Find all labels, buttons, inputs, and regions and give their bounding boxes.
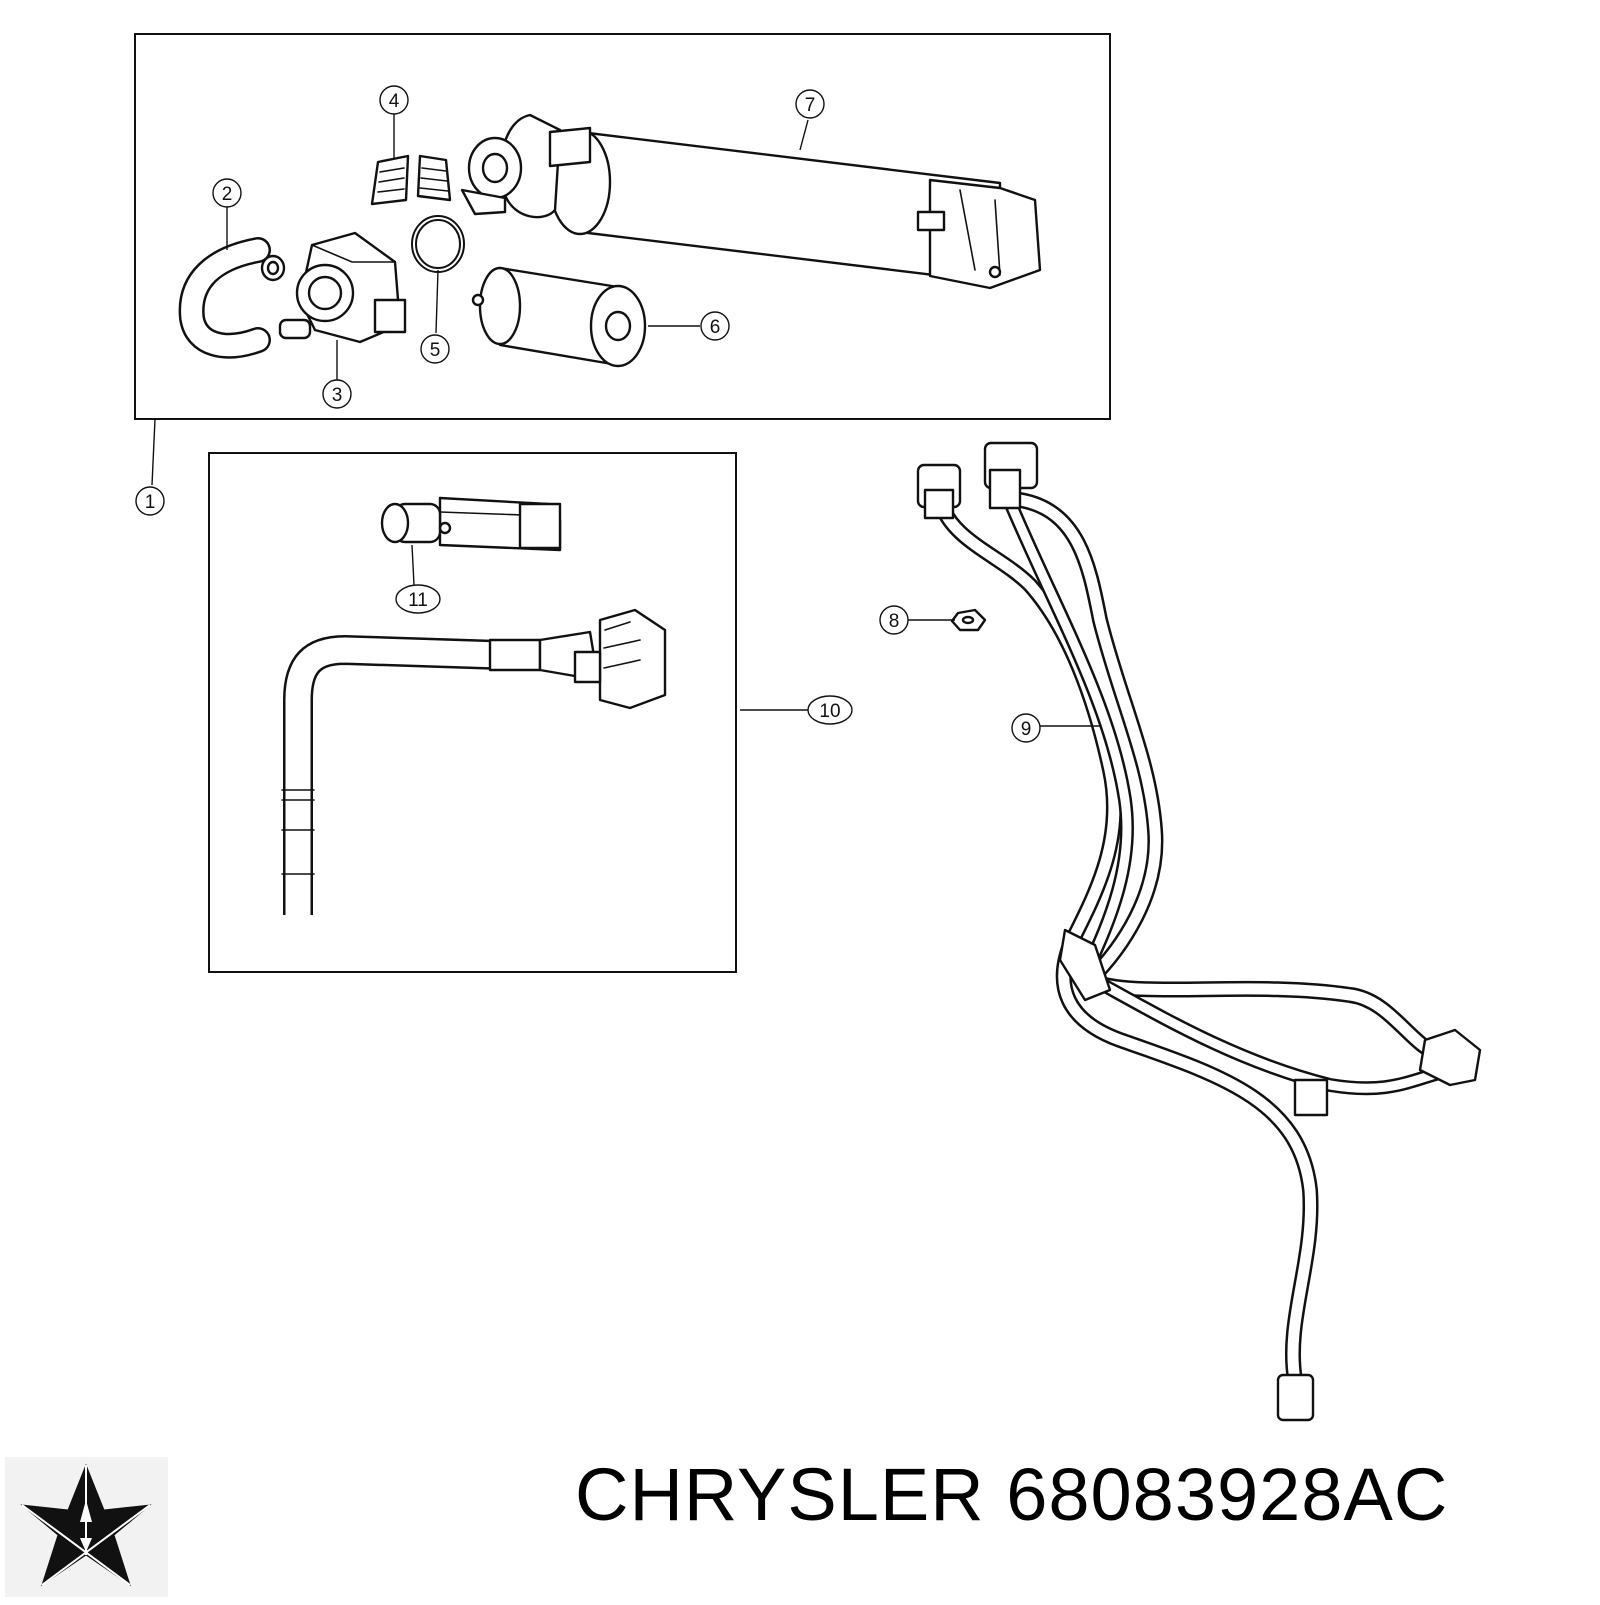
- svg-text:7: 7: [805, 95, 816, 116]
- svg-text:11: 11: [408, 590, 428, 611]
- hose-kit-box: [208, 452, 737, 973]
- callout-3: 3: [322, 379, 352, 409]
- part-number: 68083928AC: [1006, 1453, 1449, 1536]
- leader-lines: [151, 114, 1100, 727]
- callout-6: 6: [700, 311, 730, 341]
- chrysler-pentastar-icon: [5, 1457, 168, 1597]
- svg-text:3: 3: [332, 385, 343, 406]
- svg-text:5: 5: [430, 340, 441, 361]
- callout-5: 5: [420, 334, 450, 364]
- callout-10: 10: [807, 695, 853, 725]
- part-filter: [471, 266, 647, 368]
- callout-1: 1: [135, 486, 165, 516]
- part-purge-valve: [278, 231, 407, 344]
- callout-7: 7: [795, 89, 825, 119]
- callout-2: 2: [212, 178, 242, 208]
- part-clips: [370, 154, 452, 206]
- callout-9: 9: [1011, 713, 1041, 743]
- part-caption: CHRYSLER 68083928AC: [575, 1452, 1448, 1537]
- part-hose: [178, 237, 286, 359]
- svg-text:10: 10: [819, 701, 840, 722]
- svg-text:6: 6: [710, 317, 721, 338]
- svg-text:9: 9: [1021, 719, 1032, 740]
- part-connector: [380, 496, 562, 552]
- svg-text:4: 4: [389, 91, 400, 112]
- svg-text:2: 2: [222, 184, 233, 205]
- part-o-ring: [411, 215, 465, 273]
- canister-assembly-box: [134, 33, 1111, 420]
- part-tube: [281, 608, 667, 915]
- svg-text:8: 8: [889, 611, 900, 632]
- part-nut: [950, 608, 987, 632]
- callout-4: 4: [379, 85, 409, 115]
- callout-11: 11: [395, 584, 441, 614]
- svg-text:1: 1: [145, 492, 156, 513]
- part-fuel-line-bundle: [916, 441, 1482, 1422]
- part-vapor-canister: [460, 113, 1042, 290]
- brand-name: CHRYSLER: [575, 1453, 985, 1536]
- callout-8: 8: [879, 605, 909, 635]
